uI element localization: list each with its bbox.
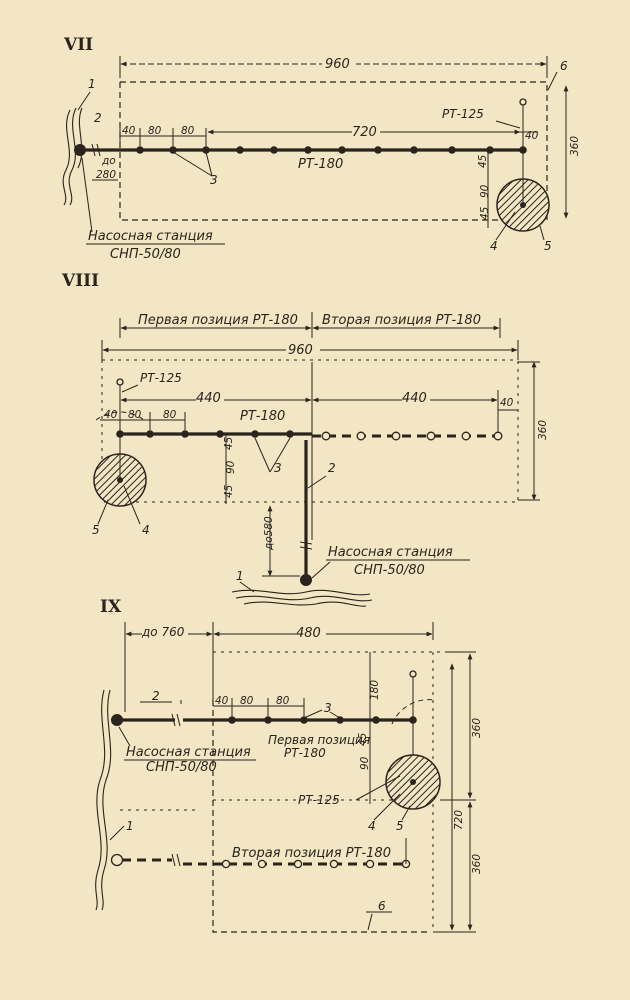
svg-text:90: 90	[359, 756, 371, 770]
svg-text:40: 40	[122, 125, 136, 137]
ref-4: 4	[368, 819, 376, 833]
ref-2: 2	[152, 689, 160, 703]
svg-text:45: 45	[477, 154, 489, 168]
svg-text:до: до	[101, 155, 116, 167]
rt125-label: РТ-125	[140, 371, 182, 385]
sprinkler-nodes-pos1	[228, 716, 417, 724]
scheme-viii: VIII Первая позиция РТ-180 Вторая позици…	[61, 271, 549, 607]
sprinkler-nodes-pos2	[221, 859, 411, 869]
ref-4: 4	[490, 239, 498, 253]
scheme-vii: VII 960 6 1 2 до 280	[62, 35, 581, 262]
ref-2: 2	[94, 111, 102, 125]
scheme-numeral: IX	[100, 597, 122, 617]
ref-3: 3	[274, 461, 282, 475]
station-model: СНП-50/80	[354, 563, 425, 578]
svg-text:440: 440	[402, 391, 427, 406]
station-model: СНП-50/80	[110, 247, 181, 262]
pipe-label: РТ-180	[240, 409, 285, 424]
position-1-pipe: РТ-180	[284, 746, 326, 760]
position-1-label: Первая позиция	[268, 733, 370, 747]
svg-text:40: 40	[525, 130, 539, 142]
svg-text:280: 280	[96, 169, 116, 181]
svg-text:80: 80	[276, 695, 290, 707]
dim-720: 720	[352, 125, 377, 140]
svg-text:180: 180	[369, 680, 381, 700]
ref-3: 3	[324, 701, 332, 715]
svg-text:440: 440	[196, 391, 221, 406]
svg-text:40: 40	[500, 397, 514, 409]
pipe-label: РТ-180	[298, 157, 343, 172]
svg-text:360: 360	[471, 854, 483, 874]
svg-text:45: 45	[357, 732, 369, 746]
station-name: Насосная станция	[328, 545, 453, 560]
dim-do760: до 760	[141, 625, 185, 639]
dim-480: 480	[296, 626, 321, 641]
ref-2: 2	[328, 461, 336, 475]
svg-text:360: 360	[569, 136, 581, 156]
position-1-label: Первая позиция РТ-180	[138, 313, 298, 328]
ref-5: 5	[544, 239, 552, 253]
ref-1: 1	[88, 77, 96, 91]
dim-960: 960	[325, 57, 350, 72]
svg-text:до580: до580	[263, 516, 275, 551]
svg-text:90: 90	[225, 460, 237, 474]
svg-text:80: 80	[240, 695, 254, 707]
svg-text:360: 360	[537, 420, 549, 440]
ref-6: 6	[378, 899, 386, 913]
svg-text:80: 80	[148, 125, 162, 137]
scheme-ix: IX до 760 480 1 2	[95, 597, 483, 933]
dim-960: 960	[288, 343, 313, 358]
svg-text:45: 45	[223, 484, 235, 498]
ref-3: 3	[210, 173, 218, 187]
ref-1: 1	[236, 569, 244, 583]
ref-4: 4	[142, 523, 150, 537]
svg-text:45: 45	[223, 436, 235, 450]
ref-1: 1	[126, 819, 134, 833]
rt125-label: РТ-125	[442, 107, 484, 121]
position-2-label: Вторая позиция РТ-180	[232, 846, 391, 861]
station-name: Насосная станция	[88, 229, 213, 244]
sprinkler-nodes-pos1	[116, 430, 294, 438]
station-model: СНП-50/80	[146, 760, 217, 775]
ref-5: 5	[92, 523, 100, 537]
station-name: Насосная станция	[126, 745, 251, 760]
svg-text:90: 90	[479, 184, 491, 198]
svg-text:80: 80	[163, 409, 177, 421]
svg-text:80: 80	[181, 125, 195, 137]
rt125-label: РТ-125	[298, 793, 340, 807]
svg-text:360: 360	[471, 718, 483, 738]
ref-5: 5	[396, 819, 404, 833]
svg-text:45: 45	[479, 206, 491, 220]
sprinkler-nodes-pos2	[321, 431, 503, 441]
position-2-label: Вторая позиция РТ-180	[322, 313, 481, 328]
svg-text:720: 720	[453, 810, 465, 830]
scheme-numeral: VII	[63, 35, 93, 55]
ref-6: 6	[560, 59, 568, 73]
svg-text:40: 40	[215, 695, 229, 707]
scheme-numeral: VIII	[61, 271, 99, 291]
